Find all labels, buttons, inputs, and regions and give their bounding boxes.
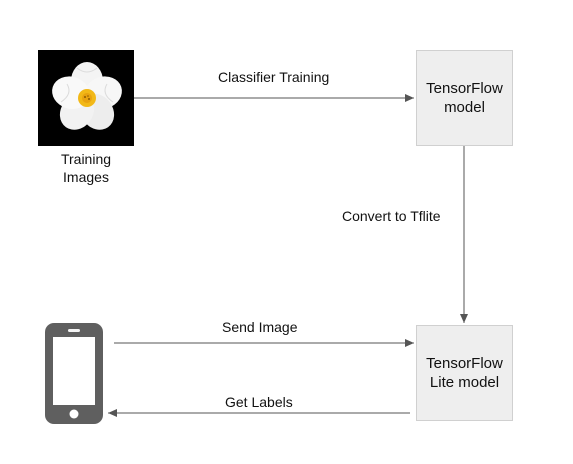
tensorflow-model-line1: TensorFlow — [426, 80, 503, 97]
training-images-caption: Training Images — [40, 150, 132, 186]
flower-icon — [38, 50, 134, 146]
tflite-model-line1: TensorFlow — [426, 355, 503, 372]
tensorflow-model-line2: model — [444, 99, 485, 116]
smartphone-icon — [45, 323, 103, 424]
classifier-training-label: Classifier Training — [218, 69, 330, 85]
tflite-model-box: TensorFlow Lite model — [416, 325, 513, 421]
tflite-model-line2: Lite model — [429, 374, 500, 391]
training-caption-line1: Training — [60, 151, 112, 167]
training-caption-line2: Images — [63, 169, 109, 185]
get-labels-label: Get Labels — [225, 394, 293, 410]
convert-label: Convert to Tflite — [342, 208, 441, 224]
training-image — [38, 50, 134, 146]
send-image-label: Send Image — [222, 319, 298, 335]
smartphone-node — [45, 323, 103, 424]
tensorflow-model-box: TensorFlow model — [416, 50, 513, 146]
